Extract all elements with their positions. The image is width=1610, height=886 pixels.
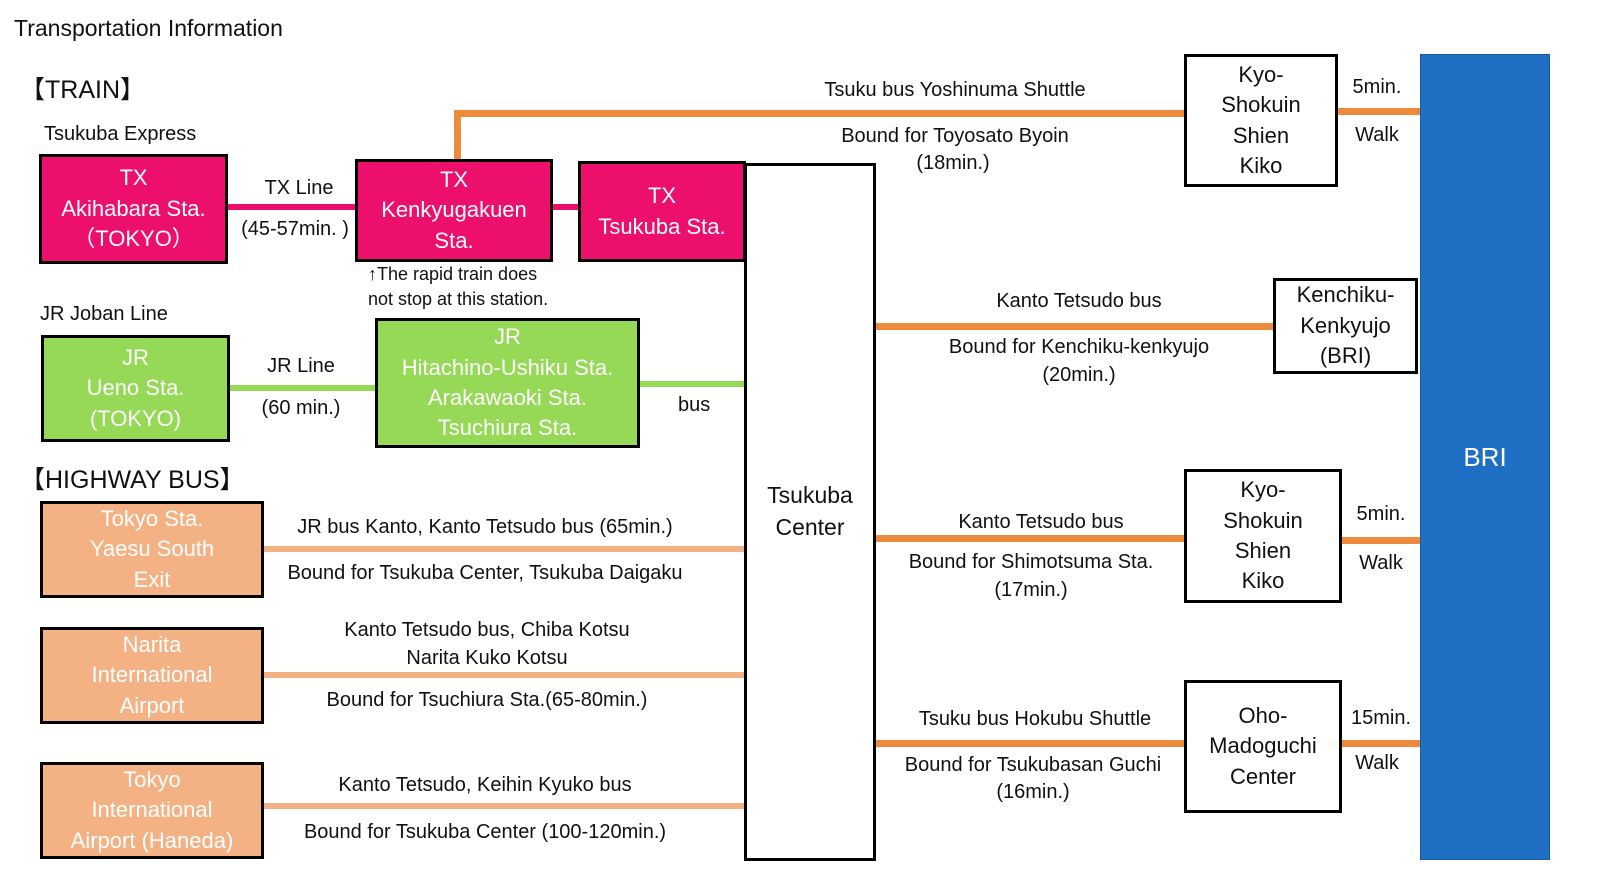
narita-bound-label: Bound for Tsuchiura Sta.(65-80min.) bbox=[326, 689, 648, 711]
tokyo-station-box: Tokyo Sta. Yaesu South Exit bbox=[40, 501, 264, 598]
route-2-time: (20min.) bbox=[1042, 364, 1116, 386]
route-line-yoshinuma bbox=[454, 110, 1186, 117]
tx-akihabara-box: TX Akihabara Sta. （TOKYO） bbox=[39, 154, 228, 264]
tx-kenkyugakuen-box: TX Kenkyugakuen Sta. bbox=[355, 159, 553, 262]
route-1-name: Tsuku bus Yoshinuma Shuttle bbox=[824, 79, 1086, 101]
highway-line-tokyo bbox=[262, 546, 744, 552]
route-1-time: (18min.) bbox=[916, 152, 990, 174]
highway-line-haneda bbox=[262, 803, 744, 809]
route-line-hokubu bbox=[874, 740, 1186, 747]
tokyo-bound-label: Bound for Tsukuba Center, Tsukuba Daigak… bbox=[287, 562, 683, 584]
walk-line-3 bbox=[1340, 740, 1422, 747]
route-1-stop-box: Kyo- Shokuin Shien Kiko bbox=[1184, 54, 1338, 187]
route-line-kenchiku bbox=[874, 323, 1276, 330]
narita-route-label-1: Kanto Tetsudo bus, Chiba Kotsu bbox=[344, 619, 630, 641]
route-4-walk-time: 15min. bbox=[1350, 707, 1412, 729]
jr-line-ueno-stations bbox=[228, 385, 378, 391]
tx-line-akihabara-kenkyugakuen bbox=[226, 204, 358, 210]
jr-stations-box: JR Hitachino-Ushiku Sta. Arakawaoki Sta.… bbox=[375, 318, 640, 448]
tx-rapid-note-1: ↑The rapid train does bbox=[368, 264, 538, 284]
route-3-walk: Walk bbox=[1359, 552, 1403, 574]
route-4-name: Tsuku bus Hokubu Shuttle bbox=[918, 708, 1152, 730]
route-4-stop-box: Oho- Madoguchi Center bbox=[1184, 680, 1342, 813]
route-3-bound: Bound for Shimotsuma Sta. bbox=[908, 551, 1154, 573]
route-1-bound: Bound for Toyosato Byoin bbox=[841, 125, 1069, 147]
route-1-walk-time: 5min. bbox=[1352, 76, 1402, 98]
tx-line-time: (45-57min. ) bbox=[241, 218, 349, 240]
route-4-time: (16min.) bbox=[996, 781, 1070, 803]
jr-group-label: JR Joban Line bbox=[40, 303, 168, 325]
section-train-heading: 【TRAIN】 bbox=[20, 76, 146, 104]
tx-tsukuba-box: TX Tsukuba Sta. bbox=[578, 161, 746, 262]
highway-line-narita bbox=[262, 672, 744, 678]
jr-bus-line bbox=[638, 381, 744, 387]
haneda-route-label: Kanto Tetsudo, Keihin Kyuko bus bbox=[338, 774, 632, 796]
jr-line-time: (60 min.) bbox=[261, 397, 341, 419]
route-1-walk: Walk bbox=[1355, 124, 1399, 146]
route-4-walk: Walk bbox=[1355, 752, 1399, 774]
jr-line-label: JR Line bbox=[267, 355, 335, 377]
route-2-stop-box: Kenchiku- Kenkyujo (BRI) bbox=[1273, 278, 1418, 374]
narita-airport-box: Narita International Airport bbox=[40, 627, 264, 724]
page-title: Transportation Information bbox=[14, 15, 283, 41]
route-3-stop-box: Kyo- Shokuin Shien Kiko bbox=[1184, 469, 1342, 603]
jr-ueno-box: JR Ueno Sta. (TOKYO) bbox=[41, 335, 230, 442]
narita-route-label-2: Narita Kuko Kotsu bbox=[406, 647, 568, 669]
route-2-name: Kanto Tetsudo bus bbox=[996, 290, 1162, 312]
route-3-name: Kanto Tetsudo bus bbox=[958, 511, 1124, 533]
route-3-time: (17min.) bbox=[994, 579, 1068, 601]
route-4-bound: Bound for Tsukubasan Guchi bbox=[904, 754, 1162, 776]
route-2-bound: Bound for Kenchiku-kenkyujo bbox=[948, 336, 1210, 358]
tx-line-label: TX Line bbox=[264, 177, 334, 199]
tokyo-route-label: JR bus Kanto, Kanto Tetsudo bus (65min.) bbox=[297, 516, 673, 538]
route-3-walk-time: 5min. bbox=[1356, 503, 1406, 525]
tx-rapid-note-2: not stop at this station. bbox=[368, 289, 549, 309]
tsukuba-center-box: Tsukuba Center bbox=[744, 163, 876, 861]
haneda-bound-label: Bound for Tsukuba Center (100-120min.) bbox=[303, 821, 667, 843]
walk-line-2 bbox=[1340, 537, 1422, 544]
route-line-yoshinuma-branch bbox=[454, 110, 461, 162]
section-highway-bus-heading: 【HIGHWAY BUS】 bbox=[20, 466, 245, 494]
walk-line-1 bbox=[1336, 108, 1422, 115]
tx-line-kenkyugakuen-tsukuba bbox=[551, 204, 581, 210]
tx-group-label: Tsukuba Express bbox=[44, 123, 197, 145]
bri-destination-box: BRI bbox=[1420, 54, 1550, 860]
jr-bus-label: bus bbox=[678, 394, 711, 416]
haneda-airport-box: Tokyo International Airport (Haneda) bbox=[40, 762, 264, 859]
route-line-shimotsuma bbox=[874, 535, 1186, 542]
